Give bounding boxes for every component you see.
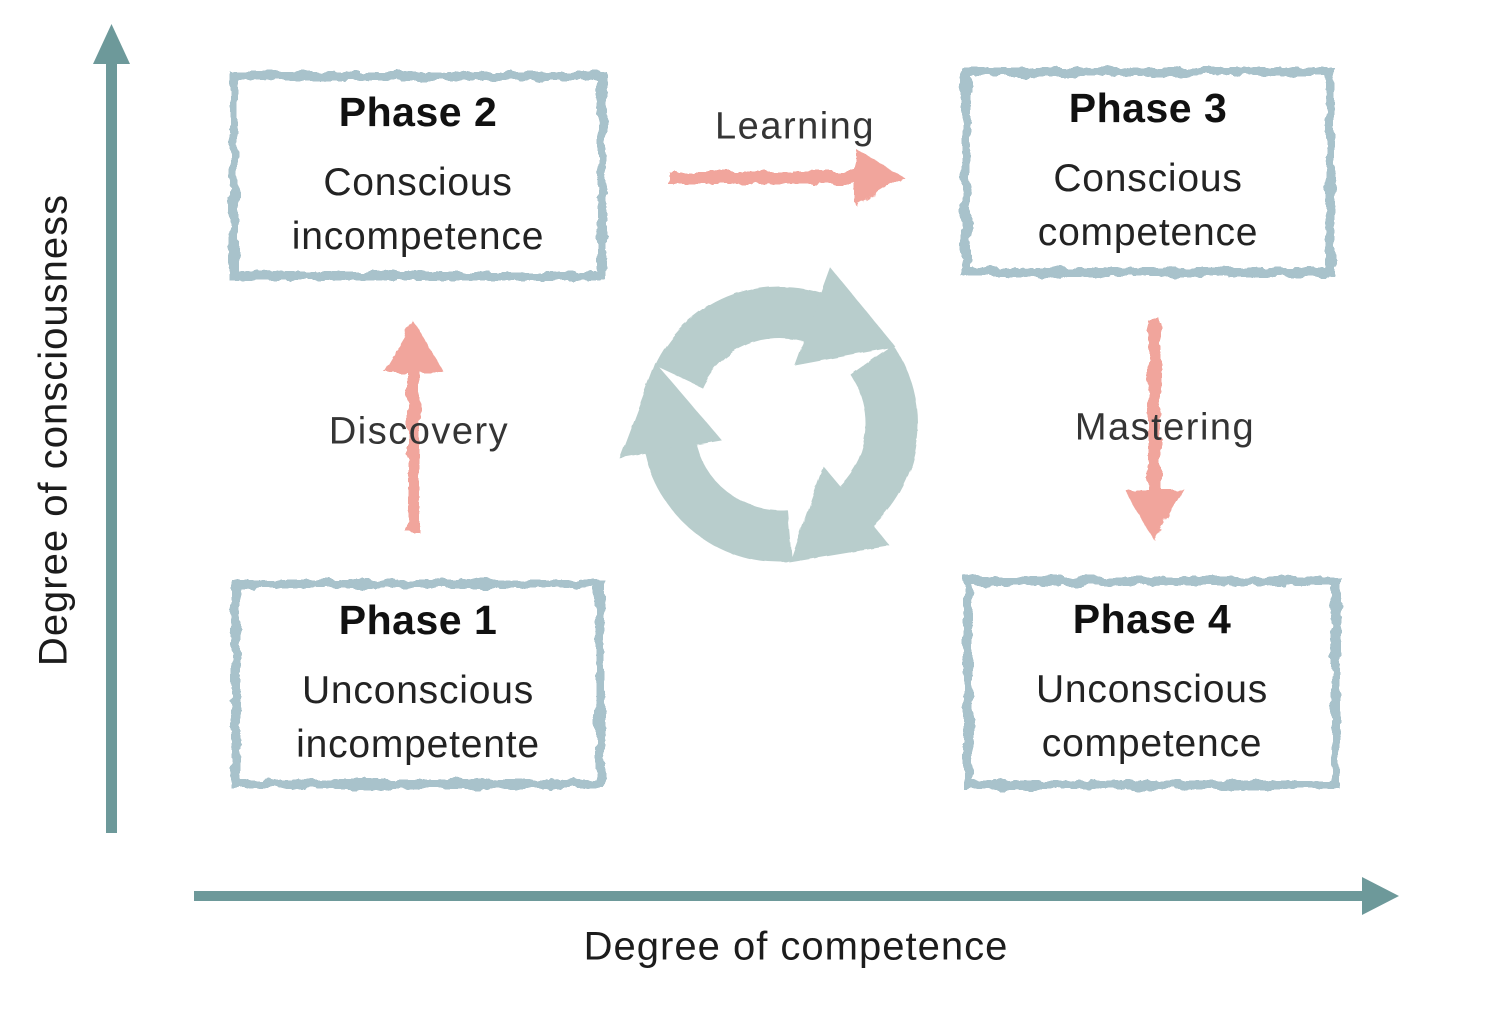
phase-2-title: Phase 2 [338, 89, 498, 136]
phase-1-box: Phase 1 Unconscious incompetente [236, 584, 600, 784]
phase-3-subtitle: Conscious competence [1037, 157, 1259, 254]
discovery-label: Discovery [328, 410, 510, 453]
x-axis-label: Degree of competence [583, 924, 1009, 969]
phase-4-subtitle: Unconscious competence [1035, 668, 1269, 765]
phase-box-borders [229, 67, 1341, 790]
phase-1-title: Phase 1 [338, 597, 498, 644]
y-axis-arrow [93, 24, 130, 833]
learning-arrow [668, 149, 904, 206]
mastering-arrow [1124, 320, 1184, 540]
mastering-label: Mastering [1074, 406, 1256, 449]
phase-2-box: Phase 2 Conscious incompetence [234, 76, 602, 276]
phase-4-box: Phase 4 Unconscious competence [968, 581, 1336, 785]
cycle-arrows-icon [619, 267, 918, 563]
discovery-arrow [384, 322, 444, 533]
phase-3-box: Phase 3 Conscious competence [966, 72, 1330, 272]
phase-2-box-border [229, 71, 607, 281]
phase-4-box-border [963, 576, 1341, 790]
phase-4-title: Phase 4 [1072, 596, 1232, 643]
phase-1-box-border [231, 579, 605, 789]
phase-3-box-border [961, 67, 1335, 277]
phase-2-subtitle: Conscious incompetence [291, 161, 545, 258]
learning-label: Learning [715, 105, 875, 148]
y-axis-label: Degree of consciousness [31, 193, 76, 667]
phase-3-title: Phase 3 [1068, 85, 1228, 132]
x-axis-arrow [194, 877, 1399, 915]
phase-1-subtitle: Unconscious incompetente [296, 669, 540, 766]
